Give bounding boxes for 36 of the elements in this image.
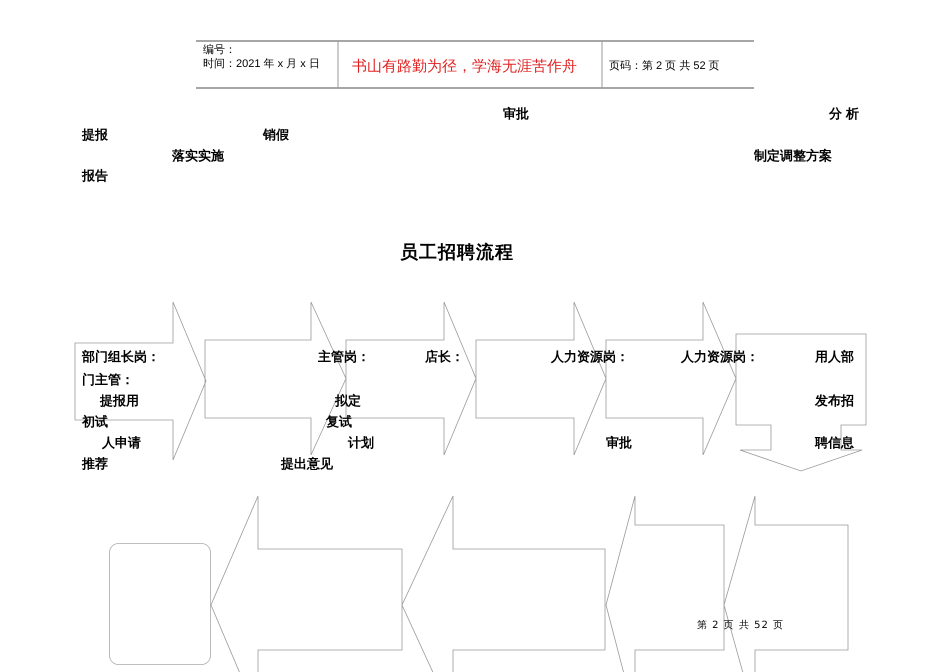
step-text: 用人部 xyxy=(815,350,854,366)
flow-text: 销假 xyxy=(263,128,289,144)
step-text: 初试 xyxy=(82,415,108,431)
step-text: 聘信息 xyxy=(815,436,854,452)
role-label: 主管岗： xyxy=(318,350,370,366)
step-text: 审批 xyxy=(606,436,632,452)
role-label: 店长： xyxy=(425,350,464,366)
role-label: 人力资源岗： xyxy=(551,350,629,366)
step-text: 复试 xyxy=(326,415,352,431)
page-number: 页码：第 2 页 共 52 页 xyxy=(609,59,720,74)
leftward-step-shape xyxy=(724,496,848,672)
leftward-step-shape xyxy=(402,496,605,672)
page-footer: 第 2 页 共 52 页 xyxy=(697,618,784,634)
rounded-box xyxy=(109,543,211,665)
step-text: 提报用 xyxy=(100,394,139,410)
leftward-step-shape xyxy=(211,496,402,672)
header-field: 时间：2021 年 x 月 x 日 xyxy=(203,56,320,72)
flow-text: 报告 xyxy=(82,169,108,185)
step-text: 计划 xyxy=(348,436,374,452)
role-label: 人力资源岗： xyxy=(681,350,759,366)
header-field: 编号： xyxy=(203,42,236,58)
role-label: 门主管： xyxy=(82,373,134,389)
step-text: 拟定 xyxy=(335,394,361,410)
flow-text: 提报 xyxy=(82,128,108,144)
step-text: 推荐 xyxy=(82,457,108,473)
header-motto: 书山有路勤为径，学海无涯苦作舟 xyxy=(352,56,577,76)
flow-text: 制定调整方案 xyxy=(754,149,832,165)
step-text: 人申请 xyxy=(102,436,141,452)
step-text: 提出意见 xyxy=(281,457,333,473)
diagram-title: 员工招聘流程 xyxy=(400,241,514,264)
role-label: 部门组长岗： xyxy=(82,350,160,366)
leftward-step-shape xyxy=(606,496,724,672)
flow-text: 审批 xyxy=(503,107,529,123)
flow-text: 分析 xyxy=(829,107,863,123)
step-text: 发布招 xyxy=(815,394,854,410)
flow-text: 落实实施 xyxy=(172,149,224,165)
